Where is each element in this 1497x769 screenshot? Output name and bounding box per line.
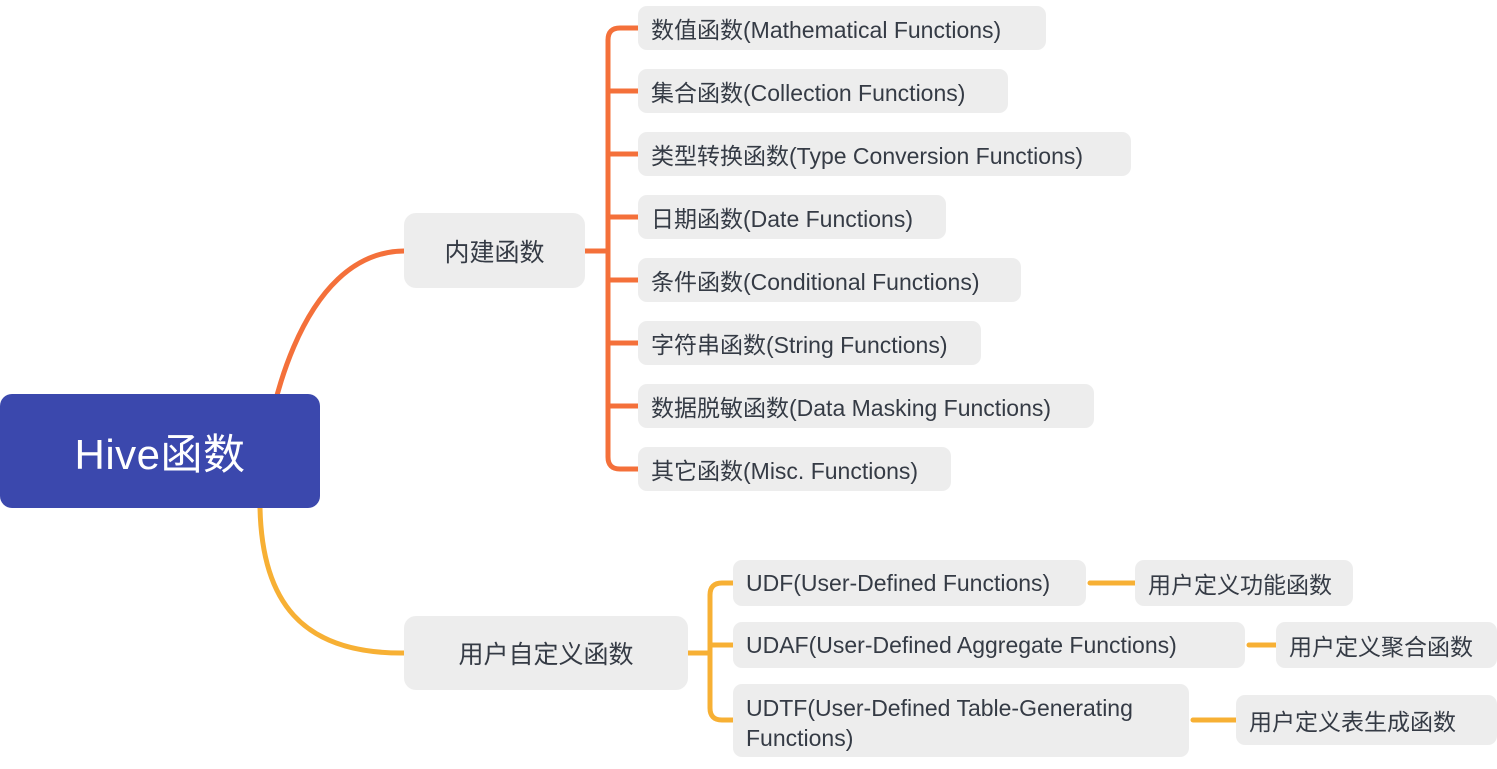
mindmap-leaf-date-functions[interactable]: 日期函数(Date Functions): [638, 195, 946, 239]
mindmap-leaf-data-masking-functions[interactable]: 数据脱敏函数(Data Masking Functions): [638, 384, 1094, 428]
mindmap-branch-builtin[interactable]: 内建函数: [404, 213, 585, 288]
mindmap-leaf-mathematical-functions[interactable]: 数值函数(Mathematical Functions): [638, 6, 1046, 50]
mindmap-subleaf-udf-description[interactable]: 用户定义功能函数: [1135, 560, 1353, 606]
mindmap-leaf-type-conversion-functions[interactable]: 类型转换函数(Type Conversion Functions): [638, 132, 1131, 176]
mindmap-leaf-udaf[interactable]: UDAF(User-Defined Aggregate Functions): [733, 622, 1245, 668]
connector-udf-spine: [707, 580, 736, 723]
mindmap-root-node[interactable]: Hive函数: [0, 394, 320, 508]
mindmap-leaf-udf[interactable]: UDF(User-Defined Functions): [733, 560, 1086, 606]
mindmap-branch-user-defined[interactable]: 用户自定义函数: [404, 616, 688, 690]
mindmap-subleaf-udaf-description[interactable]: 用户定义聚合函数: [1276, 622, 1497, 668]
mindmap-leaf-udtf[interactable]: UDTF(User-Defined Table-Generating Funct…: [733, 684, 1189, 757]
connector-builtin-spine: [605, 25, 641, 472]
mindmap-subleaf-udtf-description[interactable]: 用户定义表生成函数: [1236, 695, 1497, 745]
connector-root-to-udf: [257, 505, 407, 656]
mindmap-leaf-collection-functions[interactable]: 集合函数(Collection Functions): [638, 69, 1008, 113]
mindmap-leaf-misc-functions[interactable]: 其它函数(Misc. Functions): [638, 447, 951, 491]
mindmap-leaf-string-functions[interactable]: 字符串函数(String Functions): [638, 321, 981, 365]
mindmap-leaf-conditional-functions[interactable]: 条件函数(Conditional Functions): [638, 258, 1021, 302]
